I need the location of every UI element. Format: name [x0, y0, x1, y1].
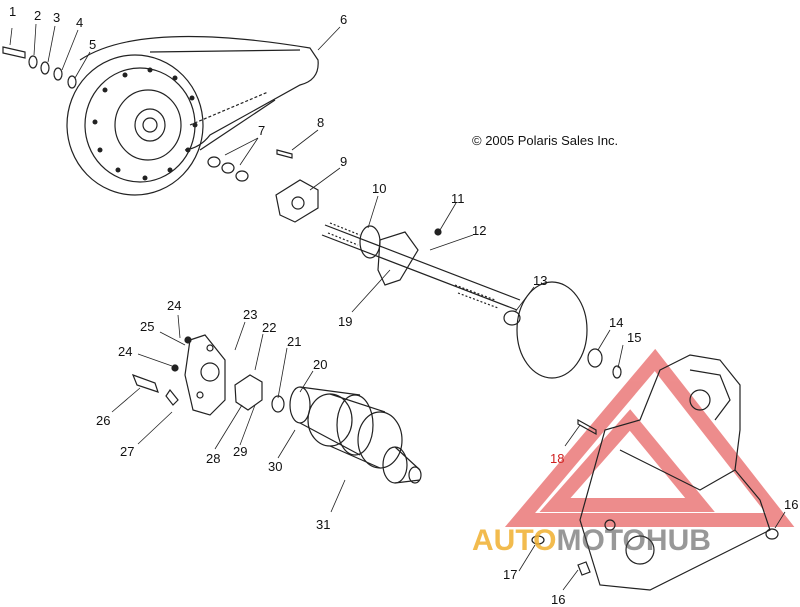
callout-16a: 16	[784, 497, 799, 512]
callout-31: 31	[316, 517, 331, 532]
spacers	[207, 156, 249, 182]
callout-10: 10	[372, 181, 387, 196]
callout-13: 13	[533, 273, 548, 288]
mounting-plate	[184, 334, 226, 416]
nut-16a	[765, 528, 779, 540]
callout-26: 26	[96, 413, 111, 428]
callout-22: 22	[262, 320, 277, 335]
clip-13	[503, 310, 521, 326]
bracket-26	[131, 373, 159, 393]
watermark-text: AUTOMOTOHUB	[472, 524, 711, 558]
callout-5: 5	[89, 37, 97, 52]
callout-20: 20	[313, 357, 328, 372]
callout-19: 19	[338, 314, 353, 329]
jackshaft	[321, 222, 521, 311]
plate-29	[234, 374, 263, 411]
watermark-part1: AUTO	[472, 524, 557, 557]
nut-16b	[577, 561, 591, 576]
callout-17: 17	[503, 567, 518, 582]
watermark-part3: HUB	[645, 524, 711, 557]
callout-7: 7	[258, 123, 266, 138]
callout-16b: 16	[551, 592, 566, 607]
callout-1: 1	[9, 4, 17, 19]
callout-14: 14	[609, 315, 624, 330]
gear-cluster	[289, 386, 422, 484]
watermark-part2: MOTO	[556, 524, 646, 557]
watermark-logo	[504, 348, 795, 527]
callout-24b: 24	[118, 344, 133, 359]
callout-9: 9	[340, 154, 348, 169]
callout-23: 23	[243, 307, 258, 322]
callout-30: 30	[268, 459, 283, 474]
callout-11: 11	[451, 191, 465, 206]
flange-19	[377, 231, 419, 286]
driven-plate	[516, 281, 588, 379]
callout-15: 15	[627, 330, 642, 345]
callout-18: 18	[550, 451, 565, 466]
callout-6: 6	[340, 12, 348, 27]
callout-29: 29	[233, 444, 248, 459]
clutch-bolt-washers	[2, 46, 77, 89]
bolt-18	[577, 418, 597, 436]
nut-17	[531, 535, 545, 545]
chaincase-housing	[579, 354, 771, 591]
callout-24a: 24	[167, 298, 182, 313]
drive-clutch	[66, 35, 319, 196]
copyright-notice: © 2005 Polaris Sales Inc.	[472, 133, 619, 148]
callout-21: 21	[287, 334, 302, 349]
screw-8	[276, 149, 293, 159]
callout-12: 12	[472, 223, 487, 238]
leader-lines	[9, 23, 786, 591]
callout-27: 27	[120, 444, 135, 459]
callout-25: 25	[140, 319, 155, 334]
flange-9	[275, 179, 319, 223]
callout-8: 8	[317, 115, 325, 130]
callout-3: 3	[53, 10, 61, 25]
callout-2: 2	[34, 8, 42, 23]
callout-28: 28	[206, 451, 221, 466]
callout-4: 4	[76, 15, 84, 30]
